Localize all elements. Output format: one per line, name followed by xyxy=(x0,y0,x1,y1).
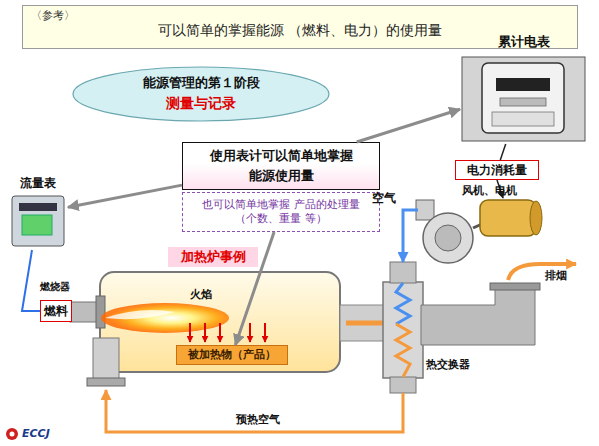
flow-meter-band xyxy=(19,203,57,211)
stage-ellipse: 能源管理的第１阶段测量与记录 xyxy=(72,66,330,122)
preheated-air-line xyxy=(106,390,403,432)
meter-body xyxy=(482,63,564,133)
coil-cold xyxy=(396,283,410,324)
fan-housing xyxy=(423,213,473,263)
power-box: 电力消耗量 xyxy=(455,160,539,180)
node-text: 电力消耗量 xyxy=(467,163,527,178)
part-label: 预热空气 xyxy=(236,412,280,427)
fuel-box: 燃料 xyxy=(40,300,72,322)
node-text: 累计电表 xyxy=(498,34,550,50)
meter-dial xyxy=(496,78,550,91)
flame-core xyxy=(105,310,175,319)
coil-hot xyxy=(396,324,410,377)
exchanger-inlet xyxy=(390,262,416,283)
heat-arrow xyxy=(204,323,206,342)
connector xyxy=(500,144,505,160)
ellipse-shape xyxy=(73,67,329,121)
flow-meter-box: 流量表 xyxy=(8,176,68,250)
exhaust-flange xyxy=(490,283,540,290)
ellipse-outline xyxy=(72,66,330,122)
air-arrow xyxy=(403,210,418,262)
heat-arrow xyxy=(249,323,251,342)
node-text: 燃料 xyxy=(44,304,68,319)
node-text: 测量与记录 xyxy=(166,95,236,113)
heat-exchanger xyxy=(383,282,423,378)
dashed-note-box: 也可以简单地掌握 产品的处理量（个数、重量 等） xyxy=(182,192,380,232)
motor-cap xyxy=(530,201,542,235)
node-text: 可以简单的掌握能源 （燃料、电力）的使用量 xyxy=(158,22,442,40)
meter-box: 累计电表 xyxy=(460,34,588,144)
connector xyxy=(68,185,182,207)
fan-outlet xyxy=(416,200,434,220)
logo-mark xyxy=(10,432,15,437)
part-label: 排烟 xyxy=(545,268,567,283)
product-box: 被加热物（产品） xyxy=(176,345,288,365)
part-label: 风机、电机 xyxy=(462,183,517,198)
note-box: 使用表计可以简单地掌握 能源使用量 xyxy=(182,142,380,190)
meter-plate xyxy=(492,112,554,126)
part-label: 燃烧器 xyxy=(40,280,70,294)
flow-meter-body xyxy=(12,196,64,246)
node-text: 使用表计可以简单地掌握 能源使用量 xyxy=(205,146,357,186)
flow-meter-display xyxy=(22,215,52,235)
exchanger-outlet xyxy=(390,377,416,393)
heat-arrow xyxy=(264,323,266,342)
furnace-body xyxy=(100,272,340,372)
node-text: 也可以简单地掌握 产品的处理量（个数、重量 等） xyxy=(191,198,371,226)
connector xyxy=(22,250,40,311)
logo-mark xyxy=(6,428,18,440)
flame xyxy=(101,303,229,333)
air-inlet-pipe xyxy=(93,338,119,380)
meter-disc xyxy=(500,98,546,106)
connector xyxy=(235,232,274,345)
part-label: 热交换器 xyxy=(426,357,470,372)
node-text: 流量表 xyxy=(20,176,56,191)
exhaust-pipe xyxy=(421,288,535,345)
pipe-flange xyxy=(87,378,125,386)
burner-flange xyxy=(96,296,105,328)
heat-arrow xyxy=(189,323,191,342)
header-band: 〈参考〉可以简单的掌握能源 （燃料、电力）的使用量 xyxy=(22,5,578,49)
fan-hub xyxy=(435,225,461,251)
part-label: 空气 xyxy=(372,190,396,207)
node-text: 加热炉事例 xyxy=(181,249,246,265)
node-text: 能源管理的第１阶段 xyxy=(143,75,260,91)
part-label: 火焰 xyxy=(190,287,212,302)
connector xyxy=(357,109,460,142)
logo-text: ECCJ xyxy=(22,427,50,440)
node-text: 〈参考〉 xyxy=(31,9,75,23)
heat-arrow xyxy=(219,323,221,342)
meter-frame xyxy=(462,57,585,141)
example-tag: 加热炉事例 xyxy=(168,247,258,267)
motor-body xyxy=(480,200,536,236)
node-text: 被加热物（产品） xyxy=(188,348,276,362)
